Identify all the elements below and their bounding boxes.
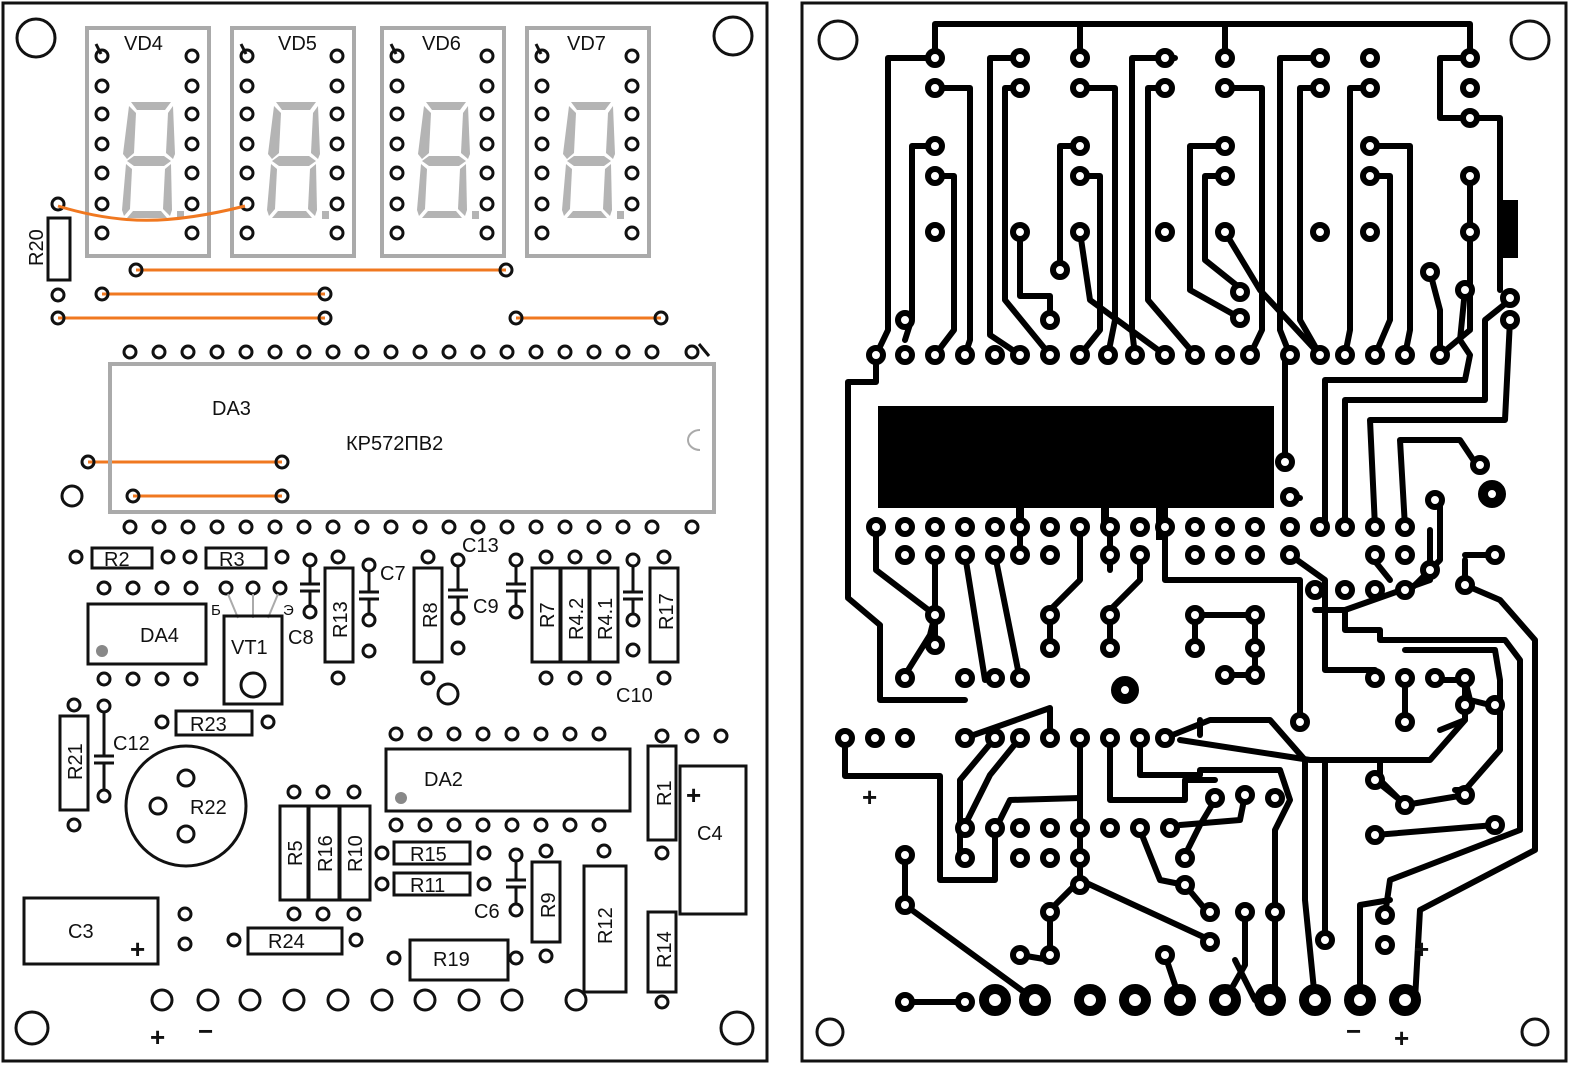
label-vd5: VD5 bbox=[278, 33, 317, 55]
copper-plus-bottom: + bbox=[1394, 1023, 1409, 1053]
power-plus-label: + bbox=[150, 1022, 165, 1052]
power-minus-label: − bbox=[198, 1016, 213, 1046]
capacitor-c13: C13 bbox=[448, 535, 499, 656]
svg-text:R9: R9 bbox=[538, 892, 560, 918]
resistor-r11: R11 bbox=[374, 871, 492, 897]
svg-text:R2: R2 bbox=[104, 549, 130, 571]
resistor-r9: R9 bbox=[530, 843, 562, 964]
svg-text:+: + bbox=[130, 934, 145, 964]
svg-text:R7: R7 bbox=[537, 602, 559, 628]
jumper-wires bbox=[57, 204, 661, 498]
resistor-r2: R2 bbox=[68, 546, 176, 571]
svg-text:C13: C13 bbox=[462, 535, 499, 557]
resistor-r23: R23 bbox=[154, 709, 276, 737]
svg-text:C6: C6 bbox=[474, 901, 500, 923]
svg-text:VT1: VT1 bbox=[231, 637, 268, 659]
label-vd4: VD4 bbox=[124, 33, 163, 55]
capacitor-c7: C7 bbox=[359, 557, 406, 659]
svg-text:R4.1: R4.1 bbox=[595, 598, 617, 640]
svg-text:C3: C3 bbox=[68, 921, 94, 943]
chip-da3: DA3 КР572ПВ2 bbox=[108, 343, 716, 535]
mounting-holes-right bbox=[815, 19, 1551, 1047]
svg-text:R16: R16 bbox=[315, 835, 337, 872]
copper-board-outline bbox=[800, 1, 1568, 1063]
resistor-r12: R12 bbox=[582, 843, 628, 994]
resistor-r8: R8 bbox=[412, 549, 444, 686]
resistor-r13: R13 bbox=[323, 549, 355, 686]
svg-text:R19: R19 bbox=[433, 949, 470, 971]
capacitor-c10: C10 bbox=[616, 552, 653, 707]
resistor-r1: R1 bbox=[646, 728, 678, 861]
resistor-r14: R14 bbox=[646, 910, 678, 1010]
svg-text:R4.2: R4.2 bbox=[566, 598, 588, 640]
svg-text:DA2: DA2 bbox=[424, 769, 463, 791]
svg-text:C9: C9 bbox=[473, 596, 499, 618]
svg-text:R3: R3 bbox=[219, 549, 245, 571]
capacitor-c12: C12 bbox=[94, 698, 150, 804]
copper-plus-left: + bbox=[862, 782, 877, 812]
resistor-block-r7-r4: R7 R4.2 R4.1 bbox=[530, 549, 620, 686]
chip-da4: DA4 bbox=[86, 580, 208, 687]
copper-side-view: + + + − bbox=[800, 1, 1568, 1063]
svg-text:R13: R13 bbox=[330, 601, 352, 638]
svg-text:R23: R23 bbox=[190, 714, 227, 736]
chip-da2: DA2 bbox=[384, 726, 632, 833]
resistor-block-r5-r16-r10: R5 R16 R10 bbox=[278, 784, 372, 922]
svg-text:R10: R10 bbox=[345, 835, 367, 872]
capacitor-c9: C9 bbox=[473, 552, 526, 620]
resistor-r17: R17 bbox=[648, 549, 680, 686]
trimmer-r22: R22 bbox=[124, 744, 248, 868]
capacitor-c4: + C4 bbox=[678, 728, 748, 916]
resistor-r24: R24 bbox=[226, 926, 364, 956]
svg-text:C8: C8 bbox=[288, 627, 314, 649]
label-da3-part: КР572ПВ2 bbox=[346, 433, 443, 455]
copper-pour-da3 bbox=[878, 406, 1274, 508]
resistor-r21: R21 bbox=[58, 697, 90, 833]
display-vd7: VD7 bbox=[525, 26, 651, 258]
resistor-r3: R3 bbox=[182, 546, 290, 571]
svg-text:R5: R5 bbox=[285, 840, 307, 866]
svg-text:R24: R24 bbox=[268, 931, 305, 953]
copper-traces bbox=[842, 21, 1538, 1005]
svg-text:R17: R17 bbox=[656, 593, 678, 630]
svg-text:+: + bbox=[686, 780, 701, 810]
svg-text:R14: R14 bbox=[654, 931, 676, 968]
svg-text:R20: R20 bbox=[26, 229, 48, 266]
svg-text:Э: Э bbox=[283, 602, 294, 619]
capacitor-c8: C8 bbox=[288, 552, 320, 649]
copper-plus-right: + bbox=[1414, 934, 1429, 964]
svg-text:Б: Б bbox=[211, 602, 221, 619]
label-vd6: VD6 bbox=[422, 33, 461, 55]
label-vd7: VD7 bbox=[567, 33, 606, 55]
svg-text:R8: R8 bbox=[420, 602, 442, 628]
resistor-r15: R15 bbox=[374, 840, 492, 866]
svg-text:R15: R15 bbox=[410, 844, 447, 866]
svg-text:R12: R12 bbox=[595, 907, 617, 944]
label-r22-visible: R22 bbox=[190, 797, 227, 819]
resistor-r19: R19 bbox=[386, 938, 524, 982]
capacitor-c6: C6 bbox=[474, 847, 526, 923]
copper-pads bbox=[835, 48, 1520, 1016]
svg-text:R21: R21 bbox=[65, 743, 87, 780]
display-vd4: VD4 bbox=[85, 26, 211, 258]
transistor-vt1: VT1 Б Э bbox=[211, 580, 294, 706]
display-vd5: VD5 bbox=[230, 26, 356, 258]
component-side-view: VD4 VD5 VD6 VD7 bbox=[1, 1, 769, 1063]
bottom-connector-pads bbox=[150, 988, 588, 1012]
label-da3: DA3 bbox=[212, 398, 251, 420]
display-vd6: VD6 bbox=[380, 26, 506, 258]
resistor-r20: R20 bbox=[26, 196, 72, 303]
mounting-holes-left bbox=[14, 15, 755, 1046]
svg-text:C12: C12 bbox=[113, 733, 150, 755]
jumper-pads bbox=[50, 262, 669, 504]
svg-text:DA4: DA4 bbox=[140, 625, 179, 647]
svg-text:R1: R1 bbox=[654, 780, 676, 806]
seven-segment-displays: VD4 VD5 VD6 VD7 bbox=[85, 26, 651, 258]
svg-text:R11: R11 bbox=[410, 875, 445, 897]
svg-text:C7: C7 bbox=[380, 563, 406, 585]
capacitor-c3: C3 + bbox=[22, 896, 193, 966]
svg-text:C4: C4 bbox=[697, 823, 723, 845]
copper-minus-bottom: − bbox=[1346, 1016, 1361, 1046]
svg-text:C10: C10 bbox=[616, 685, 653, 707]
